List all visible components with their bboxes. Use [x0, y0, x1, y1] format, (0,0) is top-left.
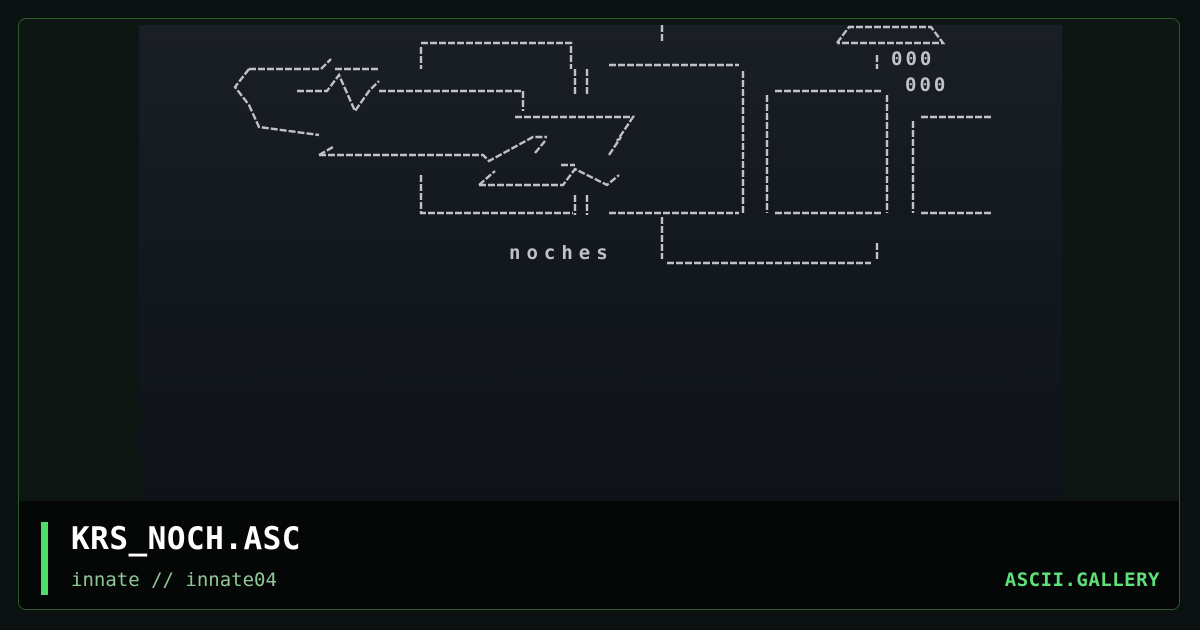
ascii-stroke — [319, 135, 547, 163]
ascii-stroke — [421, 41, 573, 69]
brand-label[interactable]: ASCII.GALLERY — [1004, 569, 1160, 591]
card-footer: KRS_NOCH.ASC innate // innate04 ASCII.GA… — [19, 501, 1179, 609]
ascii-stroke — [534, 140, 546, 154]
ascii-art-drawing: 000 000 noches — [233, 25, 991, 265]
ascii-stroke — [836, 25, 946, 45]
gallery-card: 000 000 noches KRS_NOCH.ASC innate // in… — [18, 18, 1180, 610]
ascii-caption: noches — [509, 242, 614, 264]
ascii-mark-bottom: 000 — [905, 74, 948, 96]
ascii-stroke — [249, 58, 332, 71]
ascii-stroke — [515, 115, 636, 142]
ascii-stroke — [479, 167, 620, 187]
ascii-stroke — [608, 136, 622, 156]
ascii-mark-top: 000 — [891, 48, 934, 70]
ascii-stroke — [297, 72, 380, 114]
ascii-stroke — [419, 175, 573, 215]
ascii-stroke — [379, 89, 525, 111]
accent-bar — [41, 522, 48, 595]
ascii-stroke — [318, 145, 334, 157]
artwork-credit: innate // innate04 — [71, 569, 277, 591]
ascii-stroke — [233, 68, 250, 106]
ascii-stroke — [247, 104, 320, 137]
artwork-title: KRS_NOCH.ASC — [71, 521, 301, 557]
ascii-art-panel: 000 000 noches — [139, 25, 1062, 501]
ascii-stroke — [478, 170, 496, 186]
